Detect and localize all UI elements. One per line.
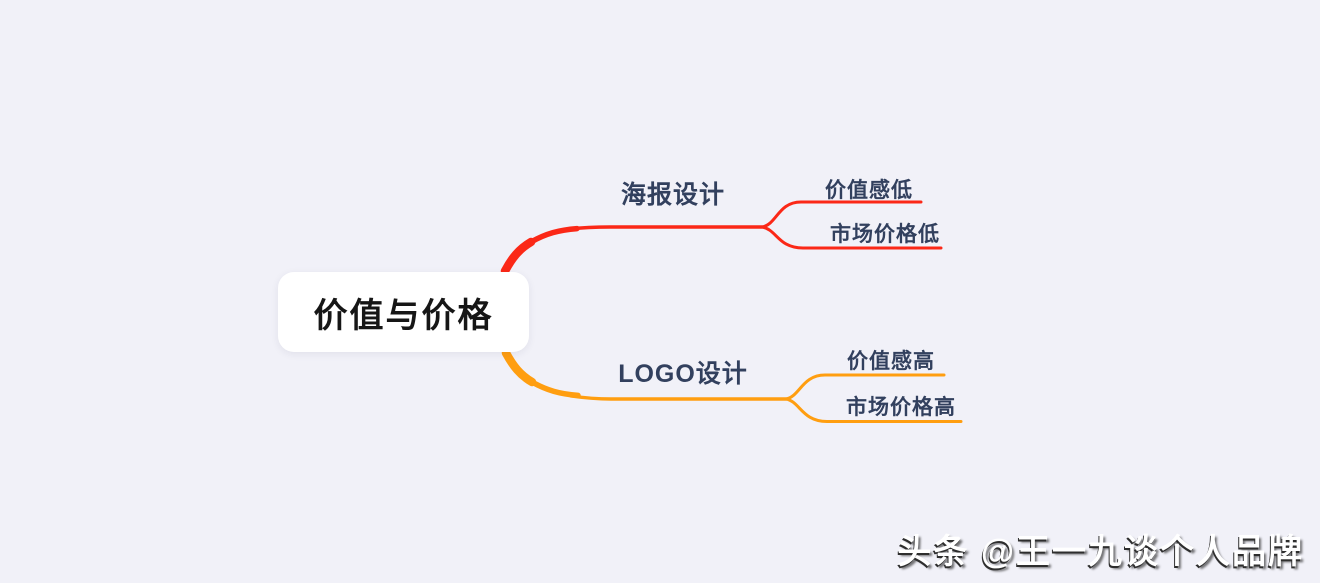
branch-poster-trunk-thick (500, 237, 536, 276)
branch-logo-trunk-thick (501, 348, 537, 387)
child-node-market-price-low[interactable]: 市场价格低 (830, 223, 940, 246)
branch-node-logo-design[interactable]: LOGO设计 (618, 360, 748, 388)
branch-logo-trunk-line (569, 394, 788, 401)
watermark: 头条 @王一九谈个人品牌 (897, 533, 1304, 571)
root-node[interactable]: 价值与价格 (278, 272, 529, 352)
child-node-perceived-value-high[interactable]: 价值感高 (847, 350, 935, 373)
branch-poster-child1-line (760, 200, 923, 229)
branch-logo-child2-line (784, 397, 963, 423)
branch-poster-child2-line (760, 225, 943, 250)
child-node-perceived-value-low[interactable]: 价值感低 (825, 179, 913, 202)
branch-poster-trunk-line (568, 225, 764, 231)
branch-node-poster-design[interactable]: 海报设计 (620, 181, 726, 209)
branch-logo-child1-line (784, 373, 946, 401)
child-node-market-price-high[interactable]: 市场价格高 (846, 396, 956, 419)
branch-logo-trunk-mid (529, 379, 581, 399)
